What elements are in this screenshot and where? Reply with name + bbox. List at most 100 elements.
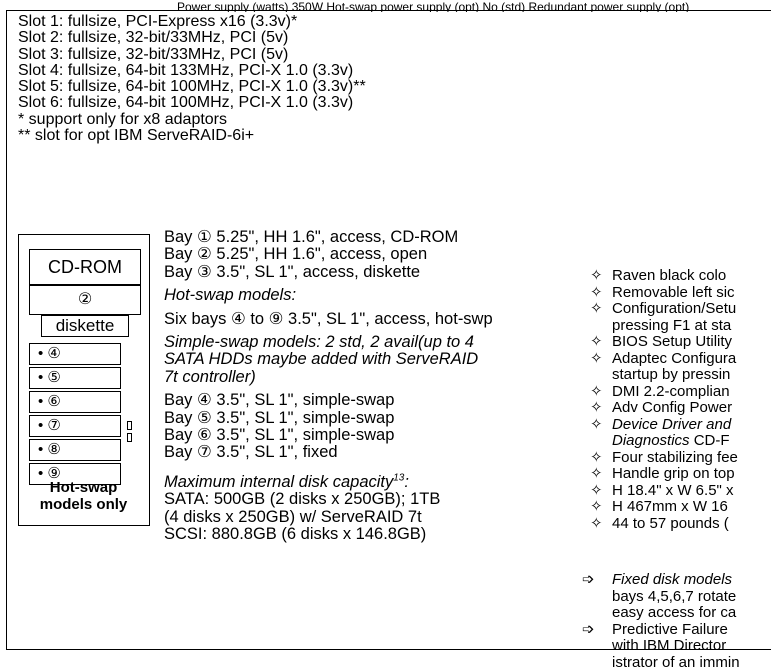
slot-5: Slot 5: fullsize, 64-bit 100MHz, PCI-X 1… <box>18 79 366 95</box>
capacity-heading: Maximum internal disk capacity13: <box>164 474 584 491</box>
diskette-bay: diskette <box>41 315 129 337</box>
slot-2: Slot 2: fullsize, 32-bit/33MHz, PCI (5v) <box>18 30 366 46</box>
hotswap-heading: Hot-swap models: <box>164 287 584 304</box>
feature-text: Four stabilizing fee <box>612 449 738 466</box>
footnote-13: 13 <box>393 472 404 483</box>
diamond-bullet-icon: ✧ <box>590 268 603 285</box>
diamond-bullet-icon: ✧ <box>590 483 603 500</box>
note-item: ➩ Fixed disk models <box>582 572 771 589</box>
capacity-heading-text: Maximum internal disk capacity <box>164 473 393 491</box>
bay-2-box: ② <box>29 285 141 315</box>
diamond-bullet-icon: ✧ <box>590 301 603 318</box>
bay-3-desc: Bay ③ 3.5", SL 1", access, diskette <box>164 264 584 281</box>
hot-swap-bays: • ④ • ⑤ • ⑥ • ⑦ • ⑧ • ⑨ <box>29 343 121 487</box>
slot-footnote-2: ** slot for opt IBM ServeRAID-6i+ <box>18 128 366 144</box>
diamond-bullet-icon: ✧ <box>590 351 603 368</box>
hot-swap-label-line1: Hot-swap <box>19 479 148 496</box>
led-indicator-icon <box>127 433 132 442</box>
slot-list: Slot 1: fullsize, PCI-Express x16 (3.3v)… <box>18 14 366 144</box>
feature-text: Configuration/Setu <box>612 300 736 317</box>
feature-text: BIOS Setup Utility <box>612 333 732 350</box>
feature-item: ✧ Device Driver and <box>590 417 771 434</box>
hot-swap-label: Hot-swap models only <box>19 479 148 513</box>
simple-swap-heading-3: 7t controller) <box>164 369 584 386</box>
sata-capacity-1: SATA: 500GB (2 disks x 250GB); 1TB <box>164 491 584 508</box>
feature-text: Adv Config Power <box>612 399 732 416</box>
feature-text-italic: Diagnostics <box>612 432 690 449</box>
feature-text: DMI 2.2-complian <box>612 383 730 400</box>
feature-item: ✧ Four stabilizing fee <box>590 450 771 467</box>
slot-1: Slot 1: fullsize, PCI-Express x16 (3.3v)… <box>18 14 366 30</box>
feature-item: ✧ BIOS Setup Utility <box>590 334 771 351</box>
bay-descriptions: Bay ① 5.25", HH 1.6", access, CD-ROM Bay… <box>164 229 584 544</box>
notes-list: ➩ Fixed disk models bays 4,5,6,7 rotate e… <box>582 572 771 671</box>
slot-3: Slot 3: fullsize, 32-bit/33MHz, PCI (5v) <box>18 47 366 63</box>
scsi-capacity: SCSI: 880.8GB (6 disks x 146.8GB) <box>164 526 584 543</box>
hs-bay-5: • ⑤ <box>29 367 121 389</box>
feature-continuation: pressing F1 at sta <box>590 318 771 335</box>
bay-1-desc: Bay ① 5.25", HH 1.6", access, CD-ROM <box>164 229 584 246</box>
feature-item: ✧ H 18.4" x W 6.5" x <box>590 483 771 500</box>
capacity-colon: : <box>404 473 409 491</box>
feature-item: ✧ Adaptec Configura <box>590 351 771 368</box>
feature-text: CD-F <box>690 432 730 449</box>
diamond-bullet-icon: ✧ <box>590 384 603 401</box>
hs-bay-4: • ④ <box>29 343 121 365</box>
note-continuation: istrator of an immin <box>582 655 771 671</box>
diamond-bullet-icon: ✧ <box>590 285 603 302</box>
slot-6: Slot 6: fullsize, 64-bit 100MHz, PCI-X 1… <box>18 95 366 111</box>
bay-4-desc: Bay ④ 3.5", SL 1", simple-swap <box>164 392 584 409</box>
bay-5-desc: Bay ⑤ 3.5", SL 1", simple-swap <box>164 410 584 427</box>
diamond-bullet-icon: ✧ <box>590 417 603 434</box>
bay-6-desc: Bay ⑥ 3.5", SL 1", simple-swap <box>164 427 584 444</box>
bay-7-desc: Bay ⑦ 3.5", SL 1", fixed <box>164 444 584 461</box>
bay-2-desc: Bay ② 5.25", HH 1.6", access, open <box>164 246 584 263</box>
arrow-bullet-icon: ➩ <box>582 572 595 589</box>
feature-item: ✧ Handle grip on top <box>590 466 771 483</box>
feature-item: ✧ DMI 2.2-complian <box>590 384 771 401</box>
hot-swap-label-line2: models only <box>19 496 148 513</box>
simple-swap-heading-2: SATA HDDs maybe added with ServeRAID <box>164 351 584 368</box>
feature-text: Device Driver and <box>612 416 731 433</box>
diamond-bullet-icon: ✧ <box>590 450 603 467</box>
feature-item: ✧ Configuration/Setu <box>590 301 771 318</box>
feature-text: H 467mm x W 16 <box>612 498 728 515</box>
simple-swap-heading-1: Simple-swap models: 2 std, 2 avail(up to… <box>164 334 584 351</box>
hs-bay-7: • ⑦ <box>29 415 121 437</box>
feature-text: Adaptec Configura <box>612 350 736 367</box>
slot-4: Slot 4: fullsize, 64-bit 133MHz, PCI-X 1… <box>18 63 366 79</box>
feature-list: ✧ Raven black colo ✧ Removable left sic ✧ C… <box>590 268 771 532</box>
feature-item: ✧ Adv Config Power <box>590 400 771 417</box>
diamond-bullet-icon: ✧ <box>590 499 603 516</box>
diamond-bullet-icon: ✧ <box>590 400 603 417</box>
feature-item: ✧ Raven black colo <box>590 268 771 285</box>
note-continuation: easy access for ca <box>582 605 771 622</box>
feature-text: Raven black colo <box>612 267 726 284</box>
feature-item: ✧ Removable left sic <box>590 285 771 302</box>
led-indicator-icon <box>127 421 132 430</box>
note-text: Predictive Failure <box>612 621 728 638</box>
feature-item: ✧44 to 57 pounds ( <box>590 516 771 533</box>
diamond-bullet-icon: ✧ <box>590 334 603 351</box>
sata-capacity-2: (4 disks x 250GB) w/ ServeRAID 7t <box>164 509 584 526</box>
feature-text: H 18.4" x W 6.5" x <box>612 482 734 499</box>
feature-continuation: startup by pressin <box>590 367 771 384</box>
hotswap-desc: Six bays ④ to ⑨ 3.5", SL 1", access, hot… <box>164 311 584 328</box>
feature-continuation: Diagnostics CD-F <box>590 433 771 450</box>
diamond-bullet-icon: ✧ <box>590 516 603 533</box>
hs-bay-6: • ⑥ <box>29 391 121 413</box>
note-text: Fixed disk models <box>612 571 732 588</box>
slot-footnote-1: * support only for x8 adaptors <box>18 112 366 128</box>
hs-bay-8: • ⑧ <box>29 439 121 461</box>
note-continuation: with IBM Director <box>582 638 771 655</box>
feature-text: Handle grip on top <box>612 465 735 482</box>
note-item: ➩ Predictive Failure <box>582 622 771 639</box>
feature-item: ✧ H 467mm x W 16 <box>590 499 771 516</box>
cdrom-bay: CD-ROM <box>29 249 141 285</box>
cut-off-top-line: Power supply (watts) 350W Hot-swap power… <box>177 2 771 12</box>
diamond-bullet-icon: ✧ <box>590 466 603 483</box>
bay-diagram: CD-ROM ② diskette • ④ • ⑤ • ⑥ • ⑦ • ⑧ • … <box>18 234 150 526</box>
arrow-bullet-icon: ➩ <box>582 622 595 639</box>
note-continuation: bays 4,5,6,7 rotate <box>582 589 771 606</box>
feature-text: Removable left sic <box>612 284 735 301</box>
